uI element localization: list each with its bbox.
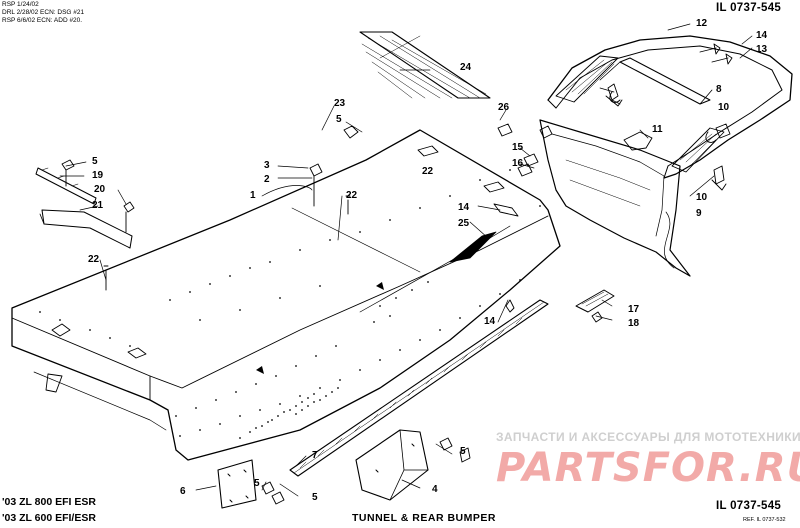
callout-label: 13 xyxy=(756,44,768,55)
callout-label: 23 xyxy=(334,98,346,109)
callout-label: 5 xyxy=(254,478,260,489)
callout-label: 5 xyxy=(312,492,318,503)
callout-label: 14 xyxy=(458,202,470,213)
revision-note-3: RSP 6/6/02 ECN: ADD #20. xyxy=(2,17,83,24)
callout-label: 20 xyxy=(94,184,106,195)
callout-label: 15 xyxy=(512,142,524,153)
callout-label: 10 xyxy=(718,102,730,113)
model-label-2: '03 ZL 600 EFI/ESR xyxy=(2,512,96,524)
fasteners xyxy=(61,43,733,505)
illustration-id-top: IL 0737-545 xyxy=(716,2,782,14)
plate-part xyxy=(217,459,257,509)
callout-label: 1 xyxy=(250,190,256,201)
callout-label: 8 xyxy=(716,84,722,95)
rear-bumper-part xyxy=(547,35,793,179)
callout-label: 21 xyxy=(92,200,104,211)
mount-bracket-part xyxy=(355,429,429,501)
callout-label: 2 xyxy=(264,174,270,185)
callout-label: 14 xyxy=(484,316,496,327)
flap-part xyxy=(359,31,491,99)
leader-lines xyxy=(59,23,753,497)
model-label-1: '03 ZL 800 EFI ESR xyxy=(2,496,96,508)
callout-label: 22 xyxy=(422,166,434,177)
illustration-id-bottom: IL 0737-545 xyxy=(716,500,782,512)
callout-label: 14 xyxy=(756,30,768,41)
callout-label: 5 xyxy=(92,156,98,167)
reference-id: REF. IL 0737-532 xyxy=(743,517,786,523)
callout-label: 22 xyxy=(346,190,358,201)
callout-label: 5 xyxy=(336,114,342,125)
watermark-logo: PARTSFOR.RU xyxy=(496,445,800,491)
slide-rail-part xyxy=(289,299,549,477)
callout-label: 24 xyxy=(460,62,472,73)
callout-label: 16 xyxy=(512,158,524,169)
revision-note-2: DRL 2/28/02 ECN: DSG #21 xyxy=(2,9,85,16)
tunnel-part xyxy=(11,129,561,461)
callout-label: 22 xyxy=(88,254,100,265)
diagram-title: TUNNEL & REAR BUMPER xyxy=(352,512,496,524)
callout-label: 6 xyxy=(180,486,186,497)
watermark-text: ЗАПЧАСТИ И АКСЕССУАРЫ ДЛЯ МОТОТЕХНИКИ xyxy=(496,430,800,444)
rivet-dots xyxy=(39,169,541,439)
callout-label: 7 xyxy=(312,450,318,461)
cover-plate-part xyxy=(575,289,615,313)
callout-label: 3 xyxy=(264,160,270,171)
callout-label: 17 xyxy=(628,304,640,315)
revision-note-1: RSP 1/24/02 xyxy=(2,1,39,8)
callout-label: 26 xyxy=(498,102,510,113)
callout-label: 18 xyxy=(628,318,640,329)
callout-label: 4 xyxy=(432,484,438,495)
bumper-bracket-part xyxy=(539,119,691,277)
callout-label: 12 xyxy=(696,18,708,29)
callout-label: 9 xyxy=(696,208,702,219)
callout-label: 25 xyxy=(458,218,470,229)
callout-label: 5 xyxy=(460,446,466,457)
callout-label: 10 xyxy=(696,192,708,203)
callout-label: 11 xyxy=(652,124,663,135)
small-bracket-parts xyxy=(35,167,133,249)
callout-label: 19 xyxy=(92,170,104,181)
